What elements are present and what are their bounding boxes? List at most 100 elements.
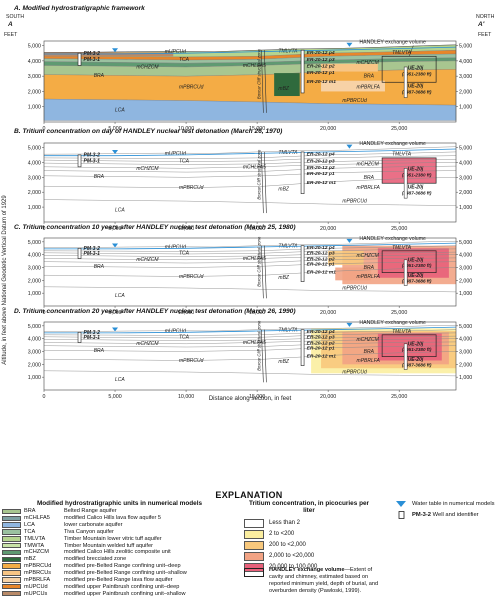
tritium-label: 2 to <200 [269, 531, 295, 538]
ue-label: (2487-3686 ft) [402, 90, 432, 95]
unit-label: TCA [179, 57, 190, 63]
exchange-volume-leader [408, 45, 414, 57]
unit-label: mPBRCUd [342, 285, 367, 291]
unit-swatch [2, 583, 21, 590]
water-table-line [44, 242, 457, 250]
unit-label: LCA [115, 208, 125, 214]
exchange-volume-swatch [244, 568, 264, 577]
unit-label: TMLVTA [392, 329, 412, 335]
horizon-line [43, 165, 457, 173]
er-well-label: ER-20-12 p1 [307, 346, 335, 352]
well-icon [77, 331, 82, 343]
unit-legend-row: mPBRCUd modified pre-Belted Range confin… [2, 563, 237, 570]
fault-line [264, 151, 267, 214]
unit-legend-row: mPBRLFA modified pre-Belted Range lava f… [2, 576, 237, 583]
panel-frame [43, 40, 457, 123]
horizon-line [43, 370, 457, 377]
unit-label: mCHZCM [357, 253, 380, 259]
er-well-label: ER-20-12 p4 [307, 152, 335, 158]
panel-title: A. Modified hydrostratigraphic framework [13, 5, 145, 12]
er-well-label: ER-20-12 p1 [307, 262, 335, 268]
er-well-label: ER-20-12 p4 [307, 329, 335, 335]
unit-code: TMLVTA [24, 535, 46, 542]
unit-swatch [2, 515, 21, 522]
unit-layer [43, 98, 457, 121]
well-legend-label: Well and identifier [432, 512, 479, 518]
x-tick-label: 20,000 [320, 126, 336, 132]
unit-legend-row: mBZ modified brecciated zone [2, 556, 237, 563]
unit-swatch [2, 529, 21, 535]
exchange-volume-label: HANDLEY exchange volume [359, 236, 426, 242]
unit-swatch [2, 577, 21, 583]
panel-letter: A. [13, 5, 22, 12]
unit-label: mPBRLFA [357, 358, 381, 364]
horizon-line [43, 338, 457, 345]
unit-label: TMLVTA [278, 150, 298, 156]
y-tick-label: 1,000 [459, 105, 472, 111]
fault-line [261, 245, 264, 299]
tritium-legend-title: Tritium concentration, in picocuries per… [248, 500, 370, 515]
horizon-line [43, 151, 457, 159]
unit-label: mPBRCUd [179, 185, 204, 191]
er-well-icon [300, 151, 305, 194]
section-left-letter: A [7, 21, 13, 28]
unit-label: mUPCUd [165, 244, 186, 250]
well-label: PM-3-2 [84, 51, 101, 57]
tritium-swatch [244, 529, 264, 539]
tritium-swatch [244, 562, 264, 572]
unit-label: mPBRCUd [179, 358, 204, 364]
unit-label: BRA [94, 264, 105, 270]
section-left-dir: SOUTH [6, 14, 24, 20]
unit-label: BRA [94, 348, 105, 354]
er-well-label: ER-20-12 p4 [307, 245, 335, 251]
ue-label: (2487-3686 ft) [402, 362, 432, 367]
water-table-icon [112, 48, 119, 53]
unit-label: BRA [364, 175, 375, 181]
x-tick-label: 15,000 [249, 226, 265, 232]
unit-label: LCA [115, 293, 125, 299]
unit-label: mPBRCUd [342, 369, 367, 375]
x-tick-label: 25,000 [391, 394, 407, 400]
y-tick-label: 5,000 [459, 145, 472, 151]
horizon-line [43, 351, 457, 361]
unit-desc: Tiva Canyon aquifer [64, 528, 114, 535]
unit-desc: modified pre-Belted Range confining unit… [64, 570, 187, 577]
unit-swatch [2, 556, 21, 563]
y-tick-label: 5,000 [28, 240, 41, 246]
ue-well-icon [403, 343, 408, 370]
exchange-volume-label: HANDLEY exchange volume [359, 39, 426, 45]
y-tick-label: 4,000 [28, 253, 41, 259]
er-well-label: ER-20-12 m1 [307, 180, 337, 186]
unit-desc: modified upper Paintbrush confining unit… [64, 583, 180, 590]
er-well-label: ER-20-12 p1 [307, 70, 335, 76]
horizon-line [43, 286, 457, 293]
unit-code: mPBRCUd [24, 563, 52, 570]
unit-desc: Timber Mountain lower vitric tuff aquife… [64, 535, 162, 542]
horizon-line [43, 345, 457, 352]
water-table-icon [346, 42, 353, 47]
unit-label: mCHZCM [136, 257, 159, 263]
water-table-legend-label: Water table in numerical models [412, 501, 495, 507]
ue-label: (2951-2380 ft) [402, 173, 432, 178]
x-tick-label: 0 [43, 310, 46, 316]
er-well-label: ER-20-12 p2 [307, 256, 335, 262]
unit-code: mUPCUd [24, 583, 48, 590]
unit-legend-row: mCHZCM modified Calico Hills zeolitic co… [2, 549, 237, 556]
unit-label: mCHLFA5 [243, 256, 266, 262]
panel-frame [43, 142, 457, 223]
y-tick-label: 1,000 [459, 375, 472, 381]
unit-legend-row: LCA lower carbonate aquifer [2, 522, 237, 529]
unit-label: mPBRCUd [342, 199, 367, 205]
unit-label: BRA [94, 174, 105, 180]
unit-code: BRA [24, 508, 36, 515]
fault-line [264, 50, 267, 113]
er-well-label: ER-20-12 p1 [307, 171, 335, 177]
unit-label: mPBRLFA [357, 274, 381, 280]
er-well-label: ER-20-12 p3 [307, 57, 335, 63]
unit-label: BRA [364, 349, 375, 355]
unit-label: TCA [179, 158, 190, 164]
unit-label: TMLVTA [278, 48, 298, 54]
fault-line [264, 245, 267, 299]
unit-label: TCA [179, 251, 190, 257]
